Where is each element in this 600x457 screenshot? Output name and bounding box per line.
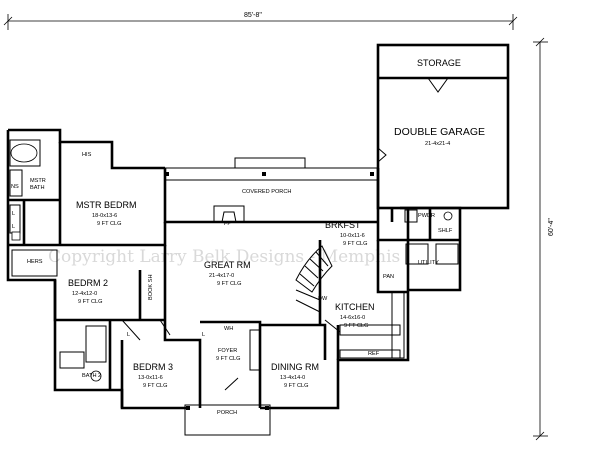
breakfast-label: BRKFST: [325, 220, 361, 230]
kitchen-ceiling: 9 FT CLG: [344, 323, 368, 329]
pantry-label: PAN: [383, 274, 394, 280]
depth-dimension-label: 60'-4": [548, 218, 555, 236]
depth-dimension: 60'-4": [533, 37, 555, 441]
book-shelves-label: BOOK SH: [148, 275, 154, 301]
hers-closet-label: HERS: [27, 259, 43, 265]
exterior-walls: [6, 43, 510, 410]
garage-size: 21-4x21-4: [425, 141, 450, 147]
foyer-ceiling: 9 FT CLG: [216, 356, 240, 362]
closet-l3-label: L: [127, 332, 130, 338]
master-bath-label: MSTR: [30, 178, 46, 184]
foyer-label: FOYER: [218, 348, 237, 354]
storage-label: STORAGE: [417, 58, 461, 68]
master-bedroom-label: MSTR BEDRM: [76, 200, 137, 210]
fixtures: [9, 77, 459, 391]
dining-room-label: DINING RM: [271, 362, 319, 372]
dw-label: DW: [318, 296, 328, 302]
dining-room-size: 13-4x14-0: [280, 375, 305, 381]
great-room-size: 21-4x17-0: [209, 273, 234, 279]
ns-label: NS: [11, 184, 19, 190]
closet-l4-label: L: [202, 332, 205, 338]
covered-porch-label: COVERED PORCH: [242, 189, 291, 195]
dining-room-ceiling: 9 FT CLG: [284, 383, 308, 389]
great-room-label: GREAT RM: [204, 260, 251, 270]
porch-label: PORCH: [217, 410, 237, 416]
kitchen-size: 14-6x16-0: [340, 315, 365, 321]
breakfast-ceiling: 9 FT CLG: [343, 241, 367, 247]
powder-label: PWDR: [418, 213, 435, 219]
bath2-label: BATH 2: [82, 373, 101, 379]
bedroom2-ceiling: 9 FT CLG: [78, 299, 102, 305]
width-dimension: 85'-8": [3, 12, 518, 30]
interior-walls: [8, 142, 462, 408]
closet-l1-label: L: [12, 211, 15, 217]
breakfast-size: 10-0x11-6: [340, 233, 365, 239]
his-closet-label: HIS: [82, 152, 92, 158]
bedroom3-label: BEDRM 3: [133, 362, 173, 372]
width-dimension-label: 85'-8": [244, 12, 262, 19]
wh-label: WH: [224, 326, 233, 332]
utility-label: UTILITY: [418, 260, 439, 266]
bedroom3-size: 13-0x11-6: [138, 375, 163, 381]
fireplace: FP: [213, 205, 245, 227]
kitchen-label: KITCHEN: [335, 302, 375, 312]
covered-porch: COVERED PORCH: [164, 157, 379, 195]
closet-l2-label: L: [12, 224, 15, 230]
garage-label: DOUBLE GARAGE: [394, 126, 485, 138]
great-room-ceiling: 9 FT CLG: [217, 281, 241, 287]
bedroom3-ceiling: 9 FT CLG: [143, 383, 167, 389]
fireplace-label: FP: [224, 221, 231, 227]
copyright-watermark: Copyright Larry Belk Designs - Memphis: [48, 247, 400, 267]
bedroom2-label: BEDRM 2: [68, 278, 108, 288]
ref-label: REF: [368, 351, 380, 357]
bedroom2-size: 12-4x12-0: [72, 291, 97, 297]
shelf-label: SHLF: [438, 228, 453, 234]
master-bedroom-size: 18-0x13-6: [92, 213, 117, 219]
master-bedroom-ceiling: 9 FT CLG: [97, 221, 121, 227]
master-bath-label-2: BATH: [30, 185, 45, 191]
front-porch: PORCH: [184, 404, 271, 436]
